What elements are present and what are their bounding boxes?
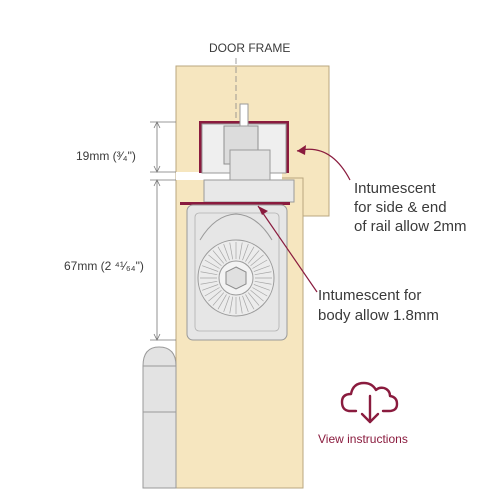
face-plate: [203, 179, 295, 203]
cog-tooth: [242, 295, 249, 312]
frame-door-gap: [176, 172, 282, 180]
cog-tooth: [250, 289, 264, 302]
cog-tooth: [242, 244, 249, 261]
cog-tooth: [204, 259, 220, 269]
cog-tooth: [245, 294, 255, 310]
cog-tooth: [238, 242, 243, 260]
closer-arm: [229, 149, 271, 181]
body-seal-label-line2: body allow 1.8mm: [318, 307, 439, 324]
dim-top-label: 19mm (³⁄₄"): [76, 149, 136, 163]
side-seal-label-line2: for side & end: [354, 199, 447, 216]
hinge-knuckle: [142, 365, 177, 489]
cog-tooth: [200, 280, 218, 285]
body-seal-leader: [257, 205, 318, 293]
cog-hex-nut: [225, 266, 247, 290]
body-seal-arrowhead: [258, 206, 268, 215]
cog-tooth: [202, 265, 219, 272]
closer-gear-top: [199, 213, 273, 241]
cog-tooth: [247, 250, 260, 264]
cog-tooth: [212, 292, 225, 306]
cog-tooth: [229, 296, 234, 314]
cog-tooth: [252, 287, 268, 297]
cog-tooth: [208, 289, 222, 302]
dim-bottom-label: 67mm (2 ⁴¹⁄₆₄"): [64, 259, 144, 273]
cloud-download-icon[interactable]: [340, 381, 399, 424]
cog-tooth: [253, 284, 270, 291]
cog-tooth: [223, 244, 230, 261]
cog-tooth: [208, 254, 222, 267]
closer-body-inner: [194, 212, 280, 332]
dimension-67mm: [150, 179, 176, 341]
side-seal-label-line1: Intumescent: [354, 180, 437, 197]
cog-tooth: [217, 294, 227, 310]
side-seal-label-line3: of rail allow 2mm: [354, 218, 467, 235]
cog-tooth: [254, 271, 272, 276]
cog-tooth: [250, 254, 264, 267]
body-seal-label-line1: Intumescent for: [318, 287, 421, 304]
cog-teeth: [200, 242, 272, 314]
dimension-19mm: [150, 121, 176, 173]
cog-tooth: [229, 242, 234, 260]
cog-tooth: [247, 292, 260, 306]
cog-tooth: [217, 246, 227, 262]
body-intumescent-seal: [180, 202, 290, 205]
cog-tooth: [204, 287, 220, 297]
door-frame-label: DOOR FRAME: [209, 41, 290, 55]
cog-tooth: [238, 296, 243, 314]
cog-tooth: [253, 265, 270, 272]
cog-tooth: [223, 295, 230, 312]
view-instructions-button[interactable]: View instructions: [318, 381, 408, 446]
cog-tooth: [254, 280, 272, 285]
side-seal-arrowhead: [297, 145, 306, 155]
cog-tooth: [245, 246, 255, 262]
cog-tooth: [200, 271, 218, 276]
view-instructions-label[interactable]: View instructions: [318, 432, 408, 446]
hinge-cap: [142, 346, 177, 367]
cog-tooth: [212, 250, 225, 264]
rail-top-stud: [239, 103, 249, 127]
cog-tooth: [252, 259, 268, 269]
cog-tooth: [202, 284, 219, 291]
